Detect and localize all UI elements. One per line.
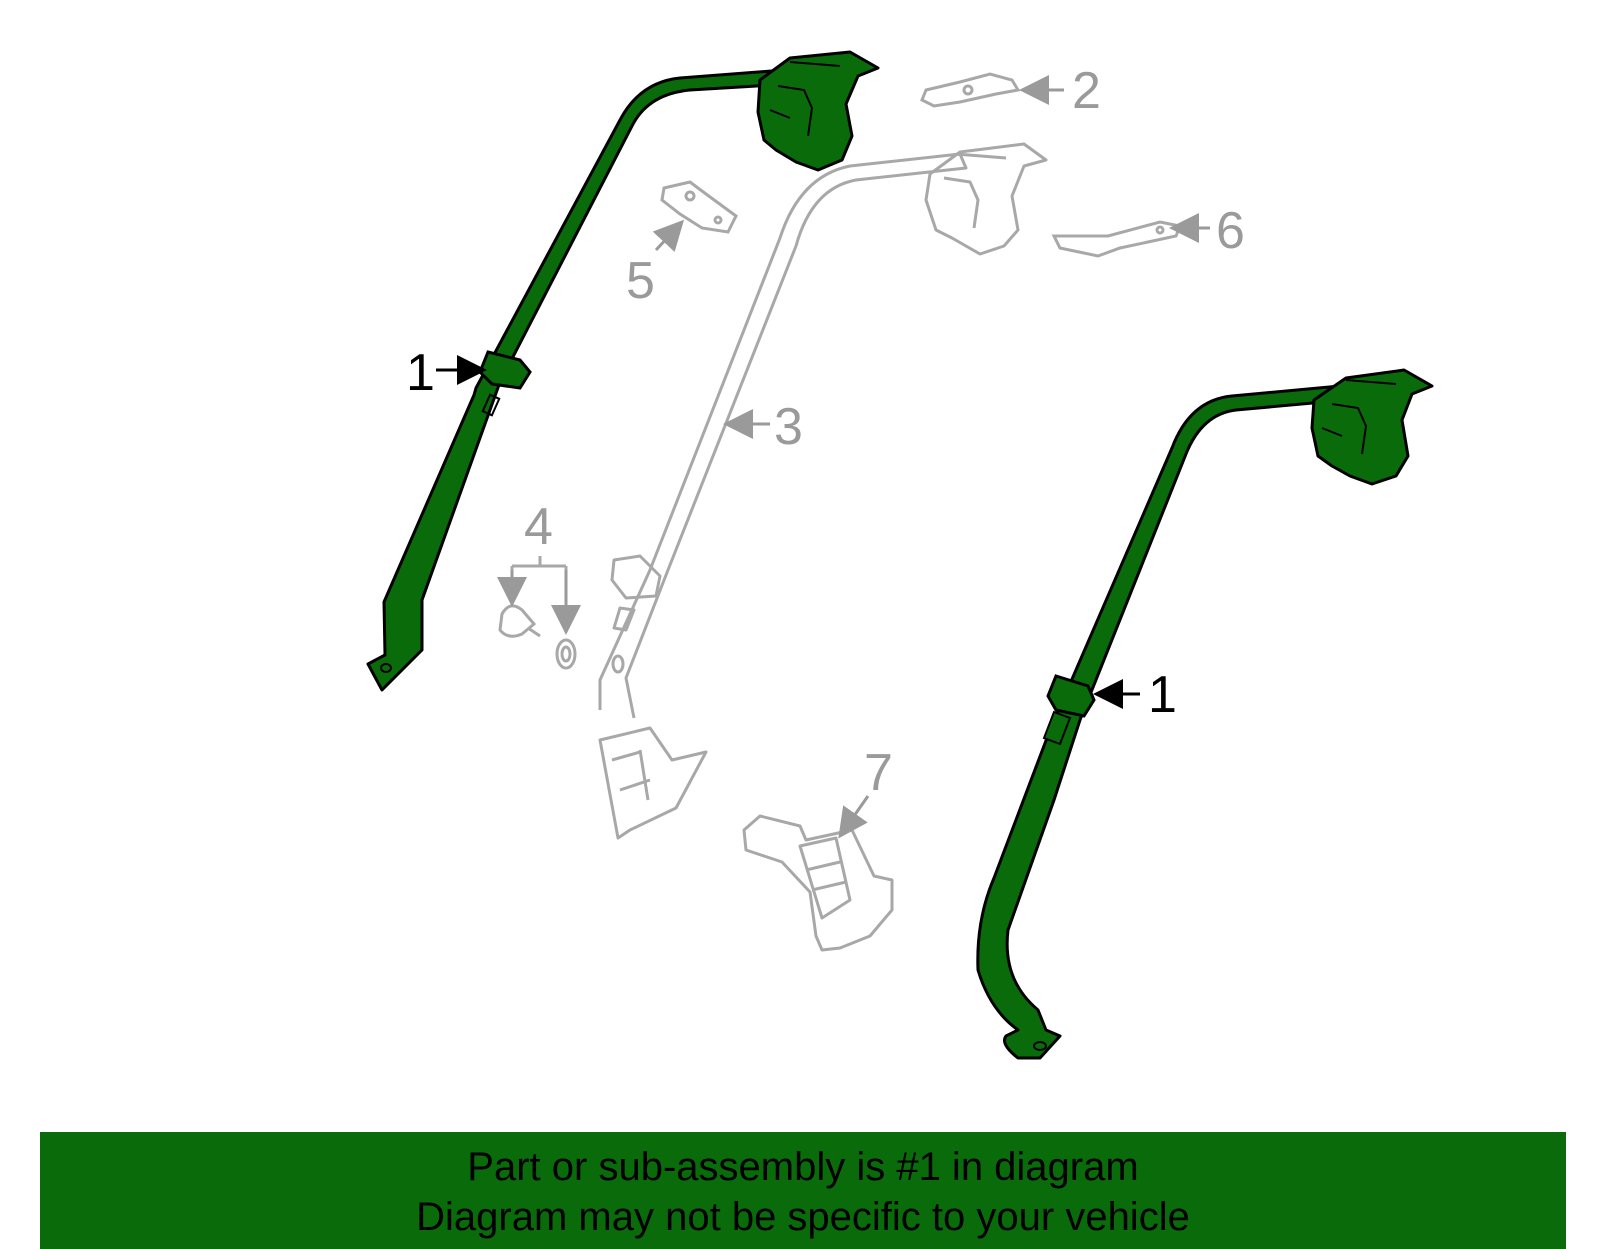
callout-5: 5 [626, 219, 685, 310]
ghost-part-4-fasteners [498, 556, 577, 670]
callout-label-1-right: 1 [1148, 666, 1177, 724]
retractor-left [756, 50, 880, 172]
banner-line-1: Part or sub-assembly is #1 in diagram [467, 1145, 1139, 1189]
callout-1-left: 1 [406, 344, 487, 402]
callout-label-4: 4 [524, 498, 553, 556]
anchor-hole-right [1033, 1041, 1047, 1051]
callout-label-7: 7 [864, 744, 893, 802]
callout-label-1-left: 1 [406, 344, 435, 402]
seat-belt-left-part-1 [366, 50, 880, 692]
callout-4: 4 [497, 498, 581, 635]
callout-label-3: 3 [774, 398, 803, 456]
belt-guide-right [1046, 674, 1096, 718]
callout-6: 6 [1169, 202, 1245, 260]
retractor-right [1310, 368, 1434, 486]
belt-slot-left [481, 393, 501, 417]
info-banner: Part or sub-assembly is #1 in diagram Di… [40, 1132, 1566, 1249]
retractor-left-detail [769, 61, 841, 137]
callout-2: 2 [1019, 62, 1101, 120]
anchor-hole-left [380, 663, 392, 673]
belt-webbing-right [976, 384, 1348, 1060]
callout-label-2: 2 [1072, 62, 1101, 120]
banner-line-2: Diagram may not be specific to your vehi… [416, 1195, 1190, 1239]
callout-3: 3 [723, 398, 803, 456]
callout-7: 7 [838, 744, 893, 839]
retractor-right-detail [1321, 379, 1397, 455]
ghost-part-3-seat-belt [598, 142, 1048, 840]
ghost-part-2-bracket [920, 72, 1021, 108]
ghost-part-5-bracket [660, 180, 738, 234]
callout-label-5: 5 [626, 252, 655, 310]
seat-belt-right-part-1 [976, 368, 1434, 1060]
belt-slot-right [1042, 710, 1072, 746]
ghost-part-6-bracket [1051, 220, 1183, 258]
ghost-part-7-buckle [742, 814, 894, 952]
callout-1-right: 1 [1093, 666, 1177, 724]
callout-label-6: 6 [1216, 202, 1245, 260]
